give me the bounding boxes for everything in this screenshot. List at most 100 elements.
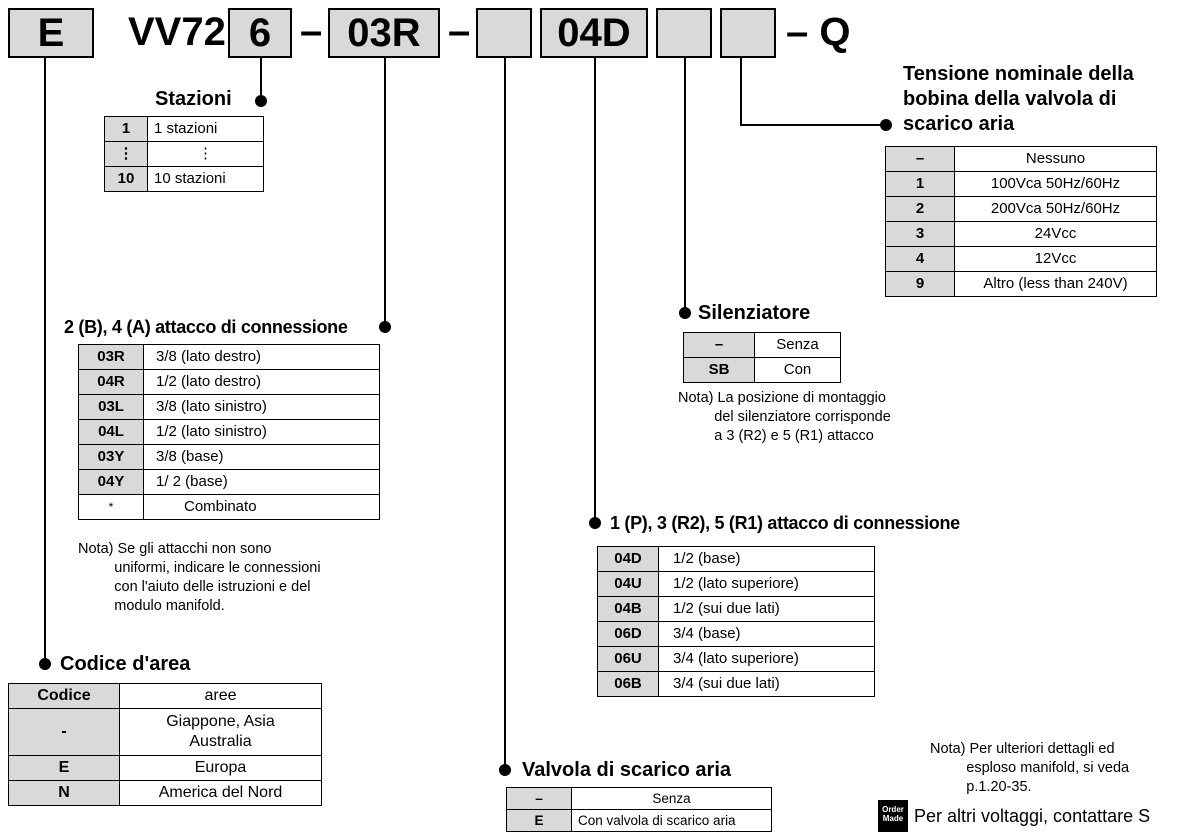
leader-dot-area [39, 658, 51, 670]
table-cell-desc: ⋮ [147, 141, 264, 167]
footer-note: Nota) Per ulteriori dettagli ed esploso … [930, 741, 1130, 795]
table-cell-desc: 12Vcc [954, 246, 1157, 272]
order-made-icon: Order Made [878, 800, 908, 832]
table-cell-code: 04B [597, 596, 659, 622]
table-cell-code: 04L [78, 419, 144, 445]
table-cell-code: – [506, 787, 572, 810]
table-row: 1 1 stazioni [104, 116, 264, 142]
silenziatore-title: Silenziatore [698, 302, 811, 324]
table-cell-desc: Con [754, 357, 841, 383]
order-made-icon-text-1: Order [882, 805, 904, 814]
table-cell-desc: 1/2 (sui due lati) [658, 596, 875, 622]
attacco24-title: 2 (B), 4 (A) attacco di connessione [64, 317, 348, 337]
tensione-title-line-2: bobina della valvola di [903, 88, 1117, 110]
leader-dot-scarico [499, 764, 511, 776]
leader-line-attacco135 [594, 58, 596, 524]
leader-line-stazioni [260, 58, 262, 100]
table-cell-code: – [683, 332, 755, 358]
table-cell-code: 1 [104, 116, 148, 142]
table-cell-code: E [8, 755, 120, 781]
table-cell-code: 4 [885, 246, 955, 272]
table-cell-desc: Altro (less than 240V) [954, 271, 1157, 297]
table-cell-code: 2 [885, 196, 955, 222]
table-cell-desc: 3/4 (base) [658, 621, 875, 647]
area-desc-line-2: Australia [189, 733, 252, 750]
order-made-icon-text-2: Made [882, 814, 904, 823]
table-row: –Nessuno [885, 146, 1157, 172]
table-cell-code: 06U [597, 646, 659, 672]
table-cell-desc: 10 stazioni [147, 166, 264, 192]
table-cell-desc: 100Vca 50Hz/60Hz [954, 171, 1157, 197]
table-row: –Senza [506, 787, 772, 810]
table-row: N America del Nord [8, 780, 322, 806]
attacco24-note: Nota) Se gli attacchi non sono uniformi,… [78, 541, 321, 614]
table-cell-desc: 1/ 2 (base) [143, 469, 380, 495]
table-row: *Combinato [78, 494, 380, 520]
table-cell-code: 04D [597, 546, 659, 572]
code-box-blank-1 [476, 8, 532, 58]
table-cell-desc: Giappone, Asia Australia [119, 708, 322, 756]
table-cell-desc: 24Vcc [954, 221, 1157, 247]
table-cell-code: - [8, 708, 120, 756]
code-dash-1: – [300, 9, 323, 53]
table-cell-code: – [885, 146, 955, 172]
table-cell-desc: Con valvola di scarico aria [571, 809, 772, 832]
footer-contact: Per altri voltaggi, contattare S [914, 806, 1151, 826]
leader-dot-tensione [880, 119, 892, 131]
table-cell-code: 3 [885, 221, 955, 247]
area-title: Codice d'area [60, 653, 191, 675]
table-cell-desc: America del Nord [119, 780, 322, 806]
area-table: Codice aree - Giappone, Asia Australia E… [8, 683, 322, 806]
area-desc-line-1: Giappone, Asia [166, 713, 275, 730]
table-cell-code: ⋮ [104, 141, 148, 167]
code-box-blank-2 [656, 8, 712, 58]
leader-dot-silenziatore [679, 307, 691, 319]
table-cell-code: SB [683, 357, 755, 383]
table-cell-desc: 3/4 (sui due lati) [658, 671, 875, 697]
table-cell-desc: 1/2 (base) [658, 546, 875, 572]
table-cell-desc: 1/2 (lato superiore) [658, 571, 875, 597]
stazioni-table: 1 1 stazioni ⋮ ⋮ 10 10 stazioni [104, 116, 264, 192]
scarico-title: Valvola di scarico aria [522, 759, 732, 781]
table-cell-desc: 200Vca 50Hz/60Hz [954, 196, 1157, 222]
table-cell-desc: 3/8 (base) [143, 444, 380, 470]
table-cell-desc: 1 stazioni [147, 116, 264, 142]
code-box-blank-3 [720, 8, 776, 58]
table-cell-code: 04U [597, 571, 659, 597]
tensione-title-line-1: Tensione nominale della [903, 63, 1134, 85]
leader-dot-stazioni [255, 95, 267, 107]
table-row: Codice aree [8, 683, 322, 709]
tensione-title-line-3: scarico aria [903, 113, 1015, 135]
table-cell-desc: 1/2 (lato sinistro) [143, 419, 380, 445]
leader-line-tensione-v [740, 58, 742, 126]
table-cell-desc: Nessuno [954, 146, 1157, 172]
table-cell-code: 06D [597, 621, 659, 647]
table-cell-desc: Senza [754, 332, 841, 358]
code-dash-2: – [448, 9, 471, 53]
table-cell-desc: 3/8 (lato destro) [143, 344, 380, 370]
table-cell-desc: Europa [119, 755, 322, 781]
table-cell-code: N [8, 780, 120, 806]
code-box-port: 03R [328, 8, 440, 58]
leader-line-scarico [504, 58, 506, 771]
attacco135-title: 1 (P), 3 (R2), 5 (R1) attacco di conness… [610, 513, 960, 533]
table-cell-code: 10 [104, 166, 148, 192]
